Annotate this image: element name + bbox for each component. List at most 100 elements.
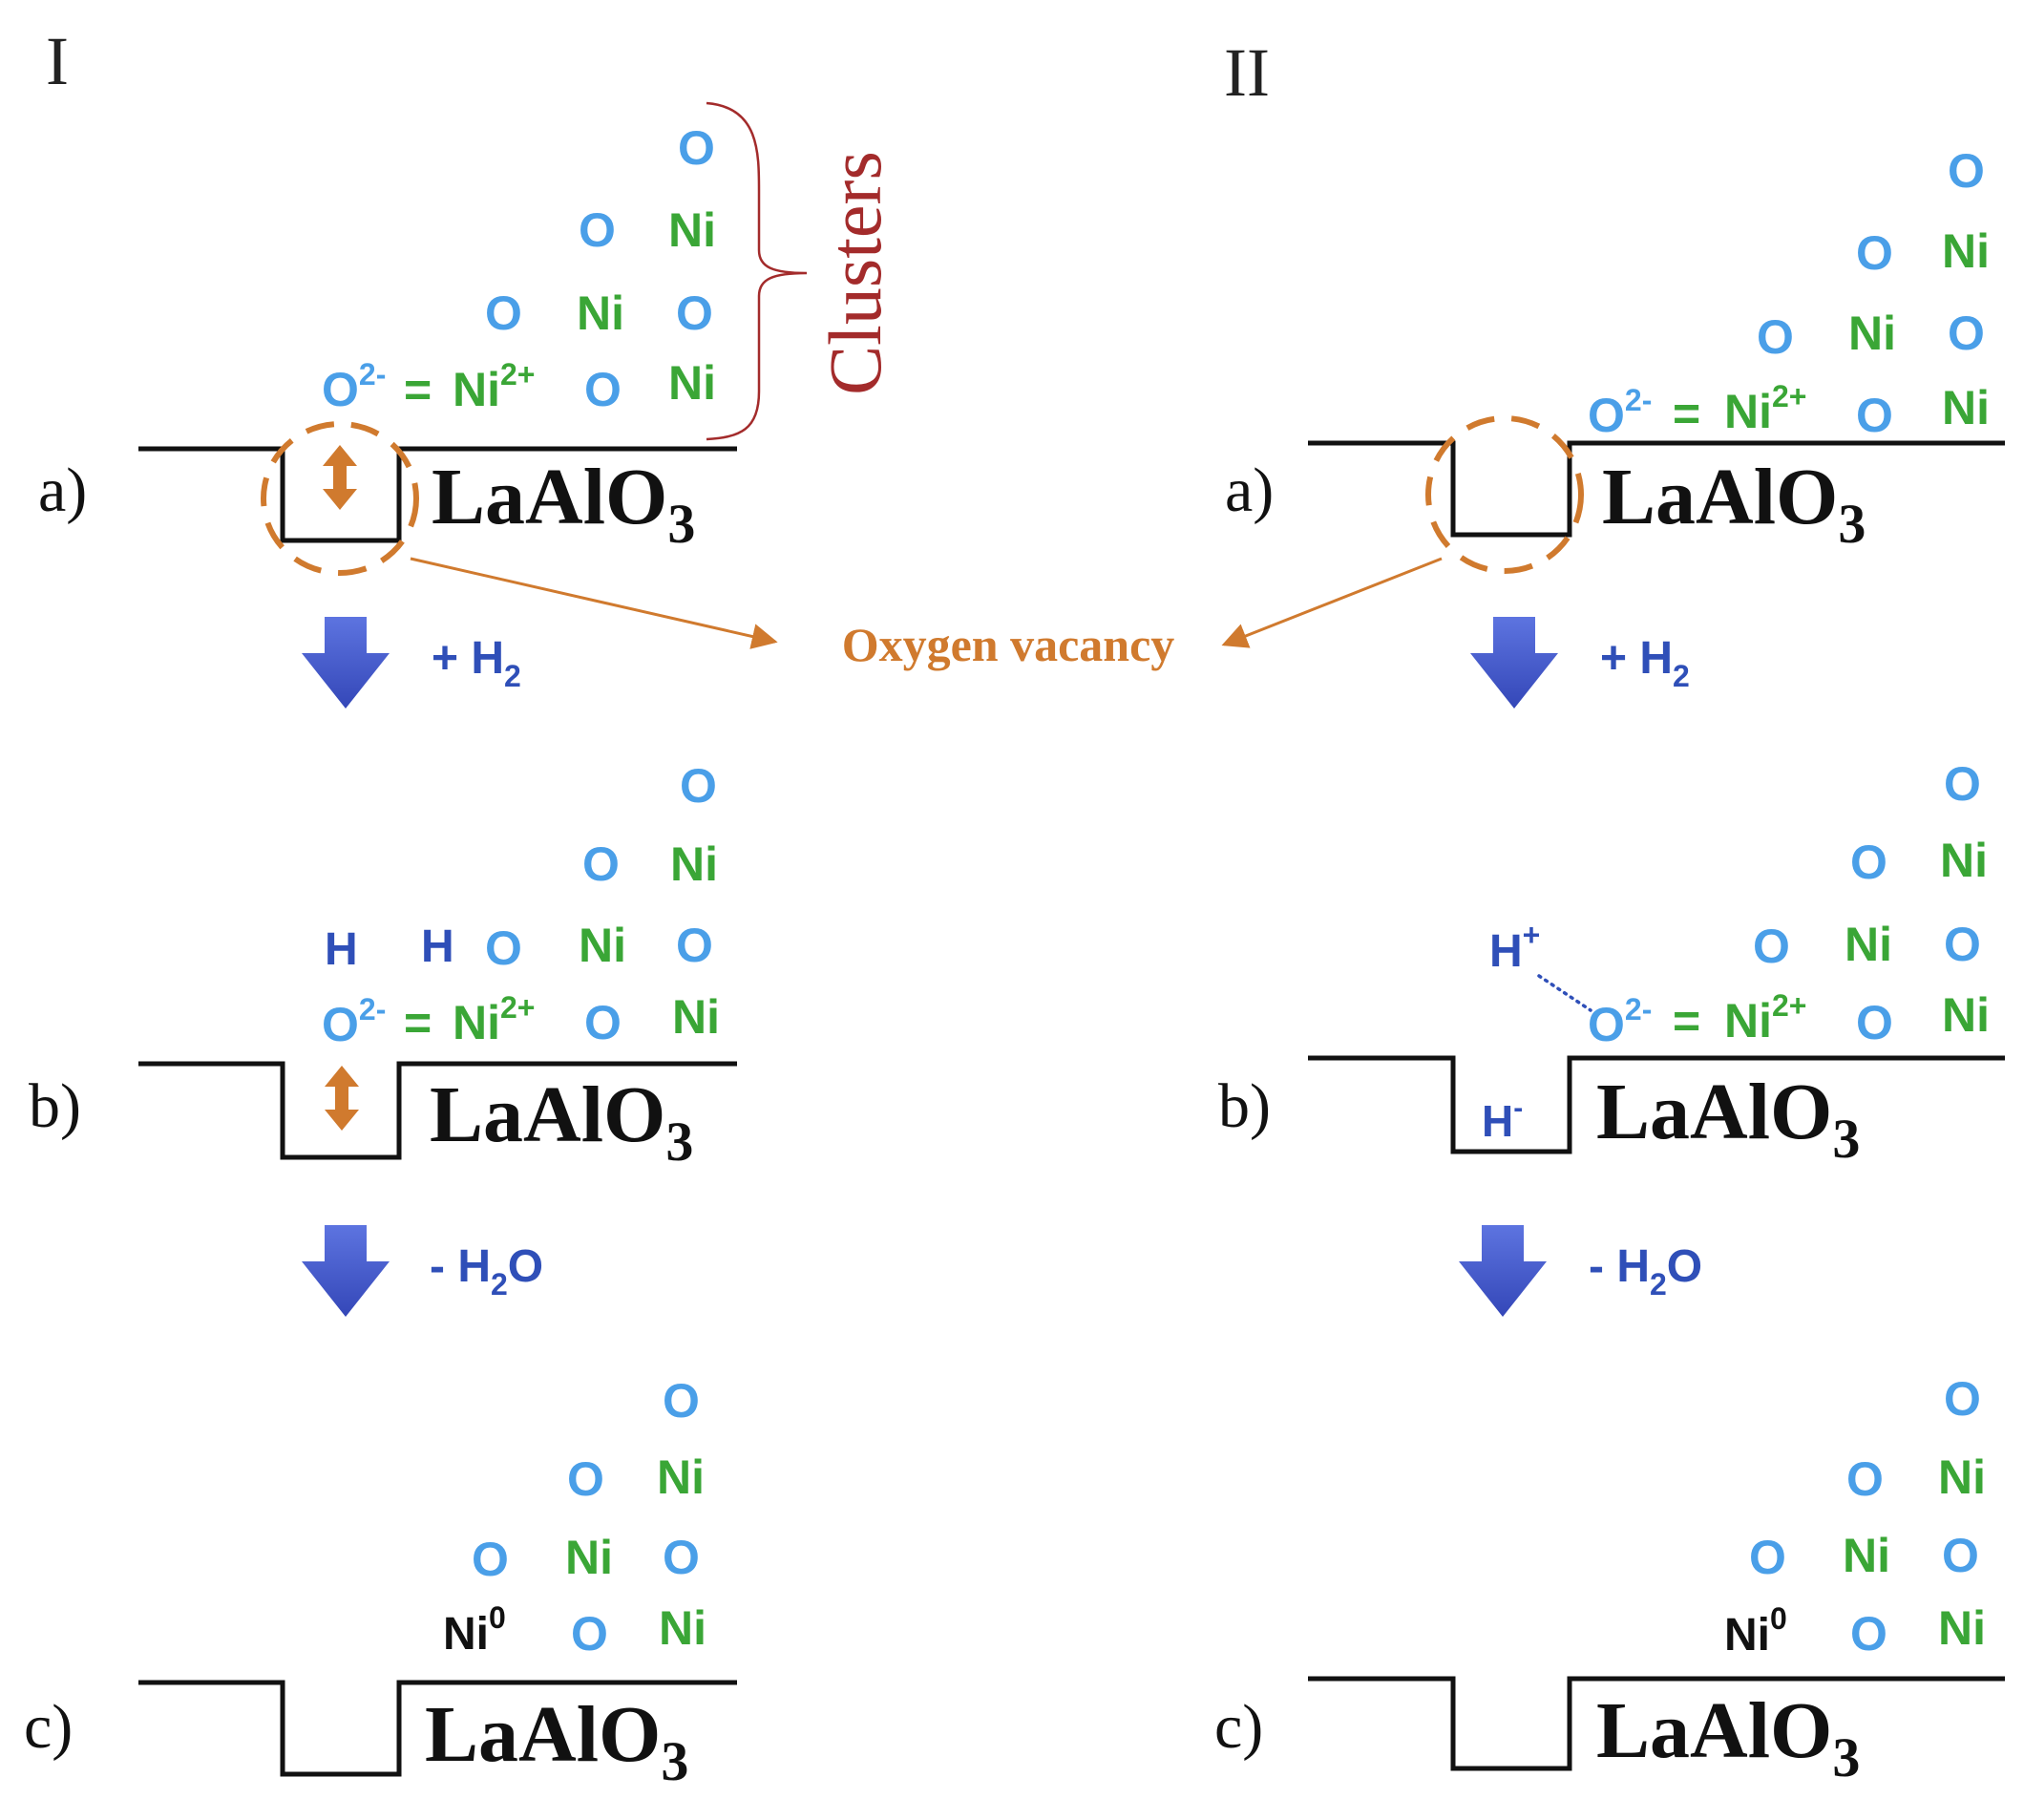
row-label-b: b) [1218,1071,1271,1141]
pointer-arrow-left [410,557,778,649]
panel-II-row-a: a) LaAlO3 O O Ni O Ni O O2- = Ni2+ O Ni [1225,144,2005,574]
clusters-label: Clusters [813,151,896,395]
atom-H-plus: H+ [1489,918,1540,977]
atom-O: O [571,1607,608,1661]
atom-Ni: Ni [1938,1601,1986,1655]
atom-O: O [1856,226,1893,280]
atom-H-minus: H- [1482,1092,1523,1146]
atom-O2-minus: O2- [1588,992,1652,1051]
atom-O: O [1753,920,1790,973]
down-arrow-icon [302,1225,390,1317]
oxygen-vacancy-ring-II [1425,415,1584,574]
support-label-II-a: LaAlO3 [1602,453,1866,555]
down-arrow-icon [1459,1225,1547,1317]
atom-O: O [584,996,622,1049]
oxygen-vacancy-label: Oxygen vacancy [842,618,1175,671]
step-label-minus-H2O: - H2O [1589,1241,1702,1302]
step-I-minus-H2O: - H2O [302,1225,543,1317]
atom-Ni2-plus: Ni2+ [1724,379,1806,438]
atom-O: O [1948,144,1985,198]
panel-II-row-b: b) LaAlO3 H- O O Ni H+ O Ni O O2- = Ni2+… [1218,757,2005,1170]
support-surface-II-c [1308,1676,2005,1771]
atom-O: O [1850,836,1887,889]
atom-Ni: Ni [1843,1529,1890,1582]
atom-Ni: Ni [1942,224,1990,278]
panel-I-row-b: b) LaAlO3 O O Ni H H O Ni O O2- = Ni2+ O… [29,759,737,1173]
atom-Ni: Ni [1942,381,1990,434]
bond-equals: = [404,996,432,1049]
atom-Ni2-plus: Ni2+ [1724,988,1806,1048]
atom-O2-minus: O2- [1588,383,1652,442]
support-surface-I-b [138,1061,737,1160]
support-surface-II-a [1308,440,2005,538]
row-label-b: b) [29,1071,81,1141]
panel-I-row-c: c) LaAlO3 O O Ni O Ni O Ni0 O Ni [24,1374,737,1792]
atom-Ni: Ni [659,1601,706,1655]
panel-I-row-a: a) LaAlO3 O O Ni O Ni O O2- = Ni2+ O Ni … [38,101,896,576]
atom-O: O [472,1533,509,1586]
atom-Ni0: Ni0 [1724,1601,1787,1661]
atom-O: O [663,1374,700,1428]
atom-O: O [676,919,713,972]
bond-equals: = [404,363,432,416]
support-surface-I-c [138,1680,737,1777]
oxygen-vacancy-annotation: Oxygen vacancy [410,557,1443,671]
support-label-II-c: LaAlO3 [1596,1686,1860,1788]
atom-Ni: Ni [565,1531,613,1584]
atom-Ni: Ni [1938,1450,1986,1504]
row-label-a: a) [38,455,87,525]
atom-Ni: Ni [1845,918,1892,971]
atom-Ni: Ni [1940,834,1988,887]
clusters-brace [706,101,808,441]
double-arrow-icon-I-b [325,1066,359,1131]
atom-O: O [584,363,622,416]
support-surface-II-b [1308,1055,2005,1154]
bond-equals: = [1673,994,1700,1048]
row-label-c: c) [1214,1692,1263,1762]
down-arrow-icon [1470,617,1558,709]
atom-O: O [579,203,616,257]
pointer-arrow-right [1221,557,1443,648]
atom-O: O [567,1452,604,1506]
atom-O: O [676,286,713,340]
atom-Ni2-plus: Ni2+ [453,990,535,1049]
atom-O: O [485,286,522,340]
atom-Ni2-plus: Ni2+ [453,357,535,416]
atom-O: O [663,1531,700,1584]
oxygen-vacancy-ring-I [261,421,419,576]
atom-O: O [1948,307,1985,360]
down-arrow-icon [302,617,390,709]
atom-O: O [680,759,717,813]
atom-O2-minus: O2- [322,992,386,1051]
atom-O: O [1856,996,1893,1049]
step-II-plus-H2: + H2 [1470,617,1690,709]
double-arrow-icon-I-a [323,445,357,510]
support-surface-I-a [138,446,737,543]
atom-O: O [1944,757,1981,811]
atom-O2-minus: O2- [322,357,386,416]
atom-O: O [1749,1531,1786,1584]
support-label-II-b: LaAlO3 [1596,1068,1860,1170]
atom-O: O [1944,1372,1981,1426]
row-label-a: a) [1225,455,1274,525]
atom-Ni: Ni [670,837,718,891]
atom-O: O [1850,1607,1887,1661]
atom-Ni: Ni [1848,307,1896,360]
atom-O: O [1846,1452,1884,1506]
atom-H: H [325,924,358,975]
support-label-I-c: LaAlO3 [425,1690,688,1792]
step-label-plus-H2: + H2 [432,633,521,693]
step-label-minus-H2O: - H2O [430,1241,543,1302]
step-II-minus-H2O: - H2O [1459,1225,1702,1317]
atom-Ni: Ni [672,990,720,1044]
atom-Ni: Ni [657,1450,705,1504]
atom-Ni: Ni [579,919,626,972]
hydrogen-bond-dotted [1537,974,1592,1012]
support-label-I-a: LaAlO3 [432,453,695,555]
atom-Ni0: Ni0 [443,1600,506,1660]
atom-H: H [421,921,454,972]
step-label-plus-H2: + H2 [1600,633,1690,693]
support-label-I-b: LaAlO3 [430,1070,693,1173]
